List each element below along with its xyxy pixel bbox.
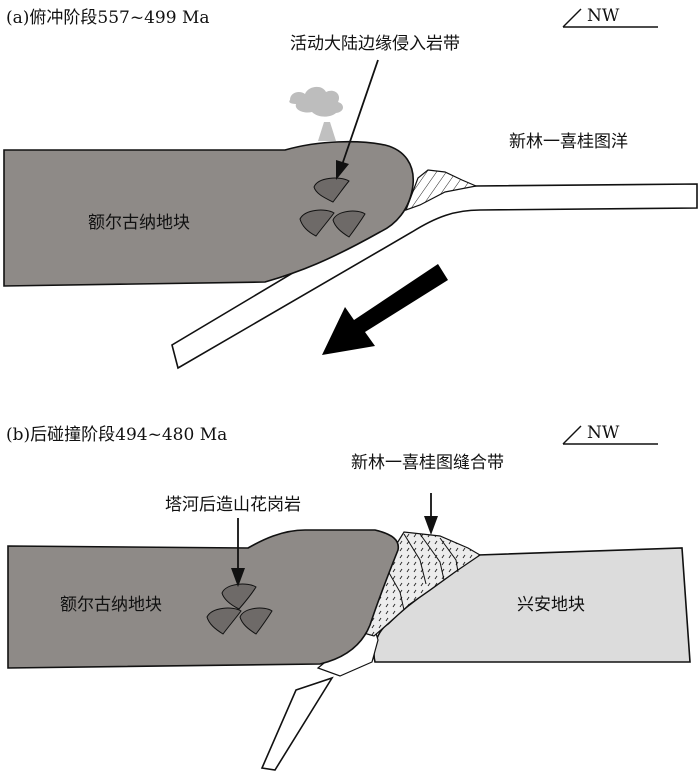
arc-pointer-arrow [336,59,379,180]
pluton-icon [206,607,242,635]
block-label-b-right: 兴安地块 [517,595,585,615]
panel-b: (b)后碰撞阶段494~480 Ma NW [6,423,691,771]
erguna-block-b [7,529,400,669]
pluton-icon [313,177,350,203]
granite-pointer-arrow [231,518,245,587]
ocean-label: 新林一喜桂图洋 [509,132,628,152]
pluton-icon [239,607,273,635]
pluton-icon [299,209,335,237]
subduction-direction-arrow [322,264,448,355]
pluton-icon [332,210,366,238]
suture-label: 新林一喜桂图缝合带 [351,453,504,473]
detached-slab [260,676,334,771]
panel-b-title: (b)后碰撞阶段494~480 Ma [6,425,227,445]
panel-a-title: (a)俯冲阶段557~499 Ma [6,8,210,28]
panel-b-direction-indicator: NW [562,423,658,445]
panel-a-direction-indicator: NW [562,6,658,28]
panel-b-direction-label: NW [587,423,620,443]
block-label-a: 额尔古纳地块 [88,213,190,233]
pluton-group-b [206,583,273,635]
block-label-b-left: 额尔古纳地块 [60,595,162,615]
suture-pointer-arrow [424,493,438,535]
suture-fault-lines [383,533,459,611]
erguna-block-a [3,140,414,287]
pluton-group-a [299,177,366,238]
granite-label: 塔河后造山花岗岩 [165,495,301,515]
arc-label: 活动大陆边缘侵入岩带 [290,34,460,54]
accretionary-wedge [404,169,479,211]
panel-a-direction-label: NW [587,6,620,26]
panel-a: (a)俯冲阶段557~499 Ma NW [3,6,698,370]
volcano-icon [289,86,344,141]
